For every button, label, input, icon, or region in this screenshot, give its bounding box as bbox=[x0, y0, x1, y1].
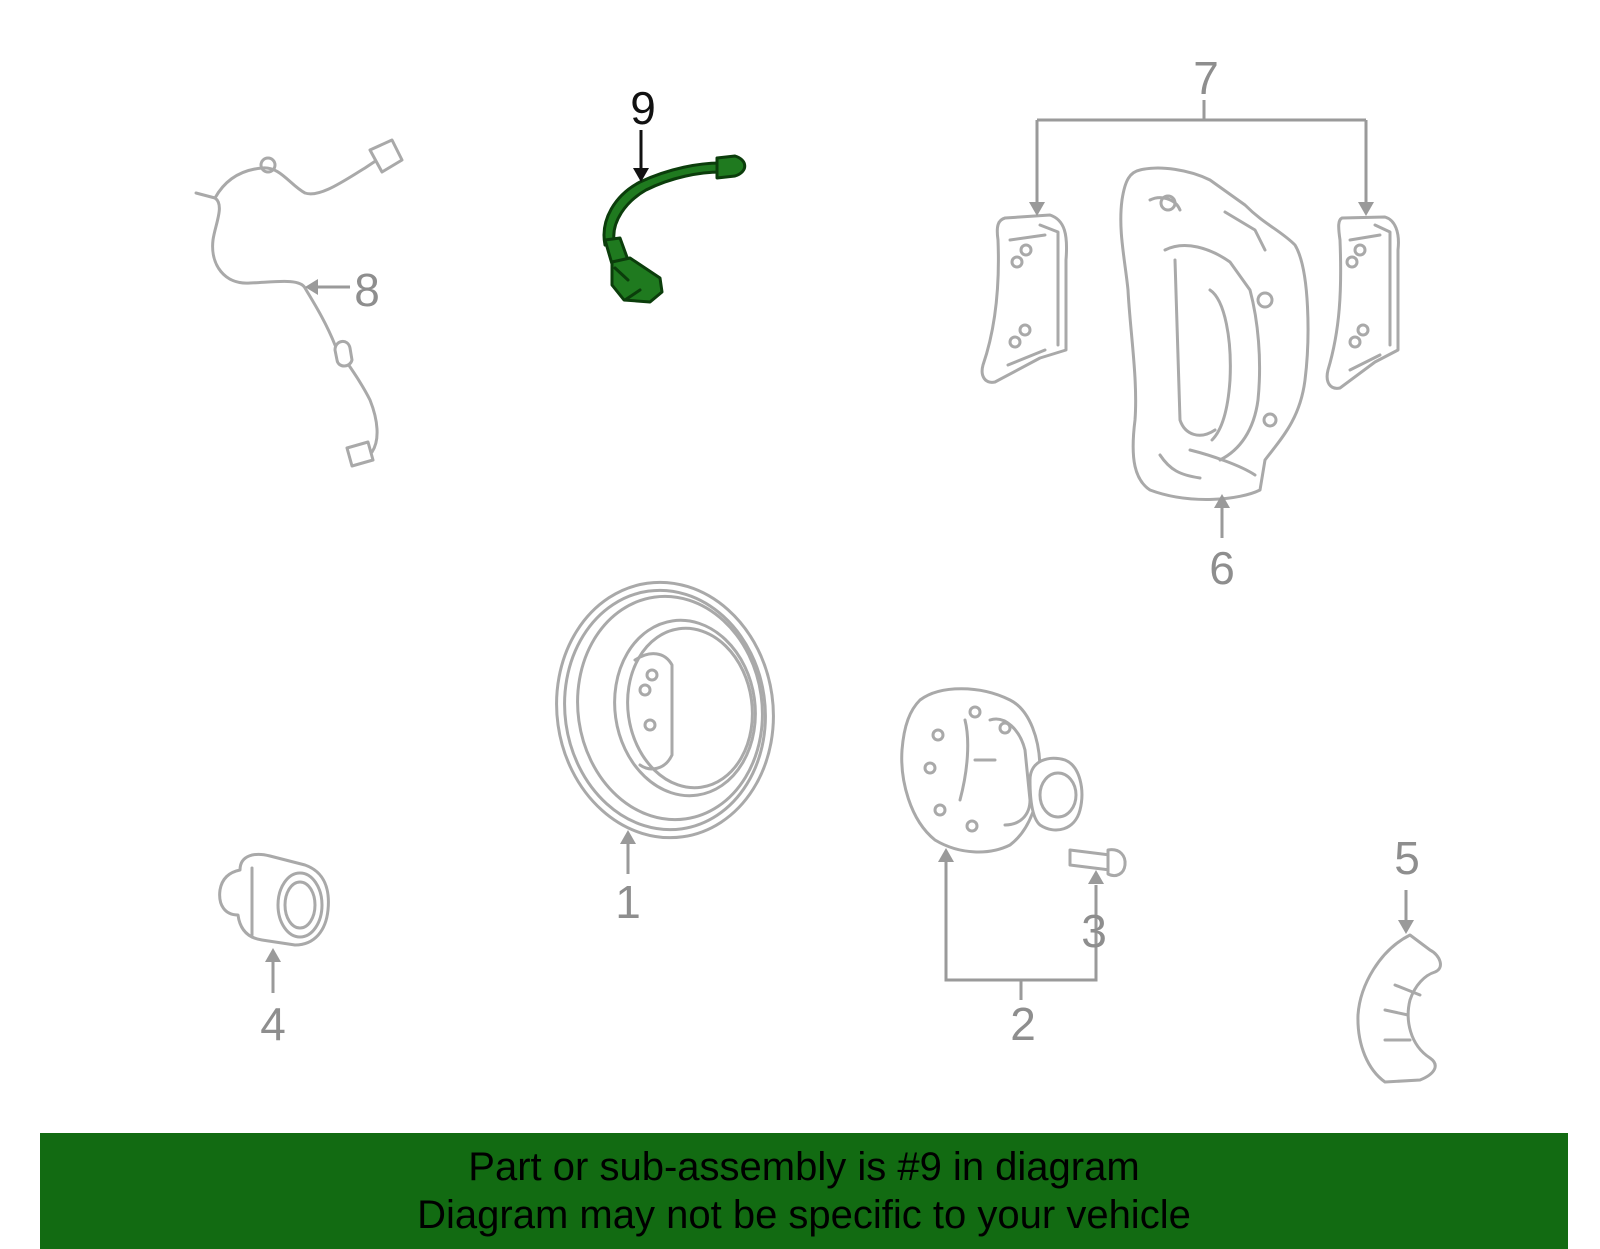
arrow-3 bbox=[1088, 870, 1104, 884]
arrow-8 bbox=[305, 279, 318, 295]
arrow-7b bbox=[1358, 202, 1374, 216]
arrow-1 bbox=[620, 830, 636, 844]
part-5-dust-shield[interactable] bbox=[1356, 933, 1442, 1084]
callout-7[interactable]: 7 bbox=[1193, 52, 1219, 104]
part-9-speed-sensor[interactable] bbox=[602, 154, 747, 304]
part-3-wheel-stud[interactable] bbox=[1068, 848, 1127, 878]
info-banner: Part or sub-assembly is #9 in diagram Di… bbox=[40, 1133, 1568, 1249]
arrow-9 bbox=[633, 168, 649, 182]
banner-line-1: Part or sub-assembly is #9 in diagram bbox=[468, 1145, 1140, 1189]
part-4-seal[interactable] bbox=[218, 852, 330, 947]
part-6-caliper[interactable] bbox=[1119, 166, 1310, 501]
part-8-abs-wire[interactable] bbox=[194, 138, 404, 468]
arrow-4 bbox=[265, 948, 281, 962]
callout-4[interactable]: 4 bbox=[260, 998, 286, 1050]
arrow-7a bbox=[1029, 202, 1045, 216]
callout-2[interactable]: 2 bbox=[1010, 998, 1036, 1050]
part-1-rotor[interactable] bbox=[540, 568, 790, 852]
banner-line-2: Diagram may not be specific to your vehi… bbox=[417, 1193, 1191, 1237]
part-2-hub[interactable] bbox=[900, 687, 1084, 854]
callout-labels: 1 2 3 4 5 6 7 8 9 bbox=[260, 52, 1420, 1050]
part-7-pad-right[interactable] bbox=[1325, 215, 1400, 390]
callout-8[interactable]: 8 bbox=[354, 264, 380, 316]
callout-5[interactable]: 5 bbox=[1394, 832, 1420, 884]
arrow-5 bbox=[1398, 920, 1414, 934]
part-7-pad-left[interactable] bbox=[980, 213, 1069, 384]
leader-7 bbox=[1035, 100, 1368, 205]
callout-1[interactable]: 1 bbox=[615, 876, 641, 928]
callout-9[interactable]: 9 bbox=[630, 82, 656, 134]
leaders bbox=[265, 100, 1414, 1000]
arrow-2 bbox=[938, 848, 954, 862]
callout-6[interactable]: 6 bbox=[1209, 542, 1235, 594]
leader-2 bbox=[944, 860, 1098, 1000]
callout-3[interactable]: 3 bbox=[1081, 905, 1107, 957]
arrow-6 bbox=[1214, 494, 1230, 508]
